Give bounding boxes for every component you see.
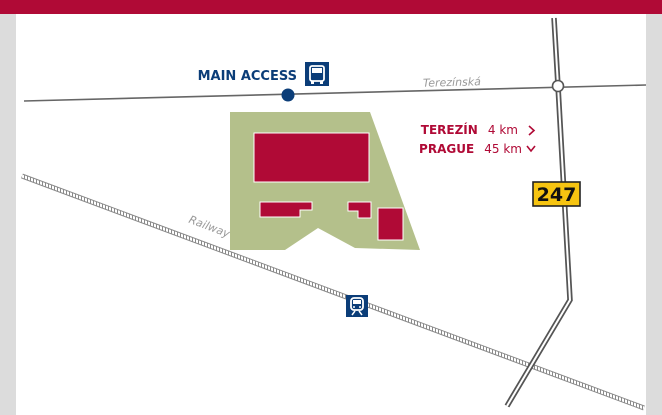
- building-east: [377, 207, 404, 241]
- road-name-label: Terezínská: [423, 75, 482, 90]
- building-center: [347, 201, 372, 219]
- destination-terezin-name: TEREZÍN: [421, 122, 478, 137]
- road-terezinska: [23, 84, 647, 102]
- destination-terezin-text: TEREZÍN 4 km: [421, 119, 518, 138]
- bus-icon: [305, 62, 329, 86]
- top-accent-bar: [0, 0, 662, 14]
- train-icon: [346, 295, 368, 317]
- destination-terezin: TEREZÍN 4 km: [421, 119, 536, 138]
- route-247-number: 247: [537, 184, 577, 206]
- destination-terezin-distance: 4 km: [488, 123, 518, 137]
- site-map: MAIN ACCESS Terezínská Railway TEREZÍN 4…: [16, 14, 647, 415]
- route-247-badge: 247: [532, 181, 581, 207]
- chevron-down-icon: [526, 145, 536, 153]
- destination-prague-name: PRAGUE: [419, 142, 474, 156]
- destination-prague-text: PRAGUE 45 km: [419, 138, 522, 157]
- building-west: [259, 201, 313, 218]
- buildings: [253, 132, 404, 241]
- railway-line: [21, 173, 645, 411]
- main-access-label: MAIN ACCESS: [198, 69, 297, 84]
- destination-prague-distance: 45 km: [484, 142, 522, 156]
- road-junction: [551, 79, 565, 93]
- building-main-hall: [253, 132, 370, 183]
- main-access-marker[interactable]: [281, 88, 295, 102]
- chevron-right-icon: [528, 125, 536, 136]
- destination-prague: PRAGUE 45 km: [419, 138, 536, 157]
